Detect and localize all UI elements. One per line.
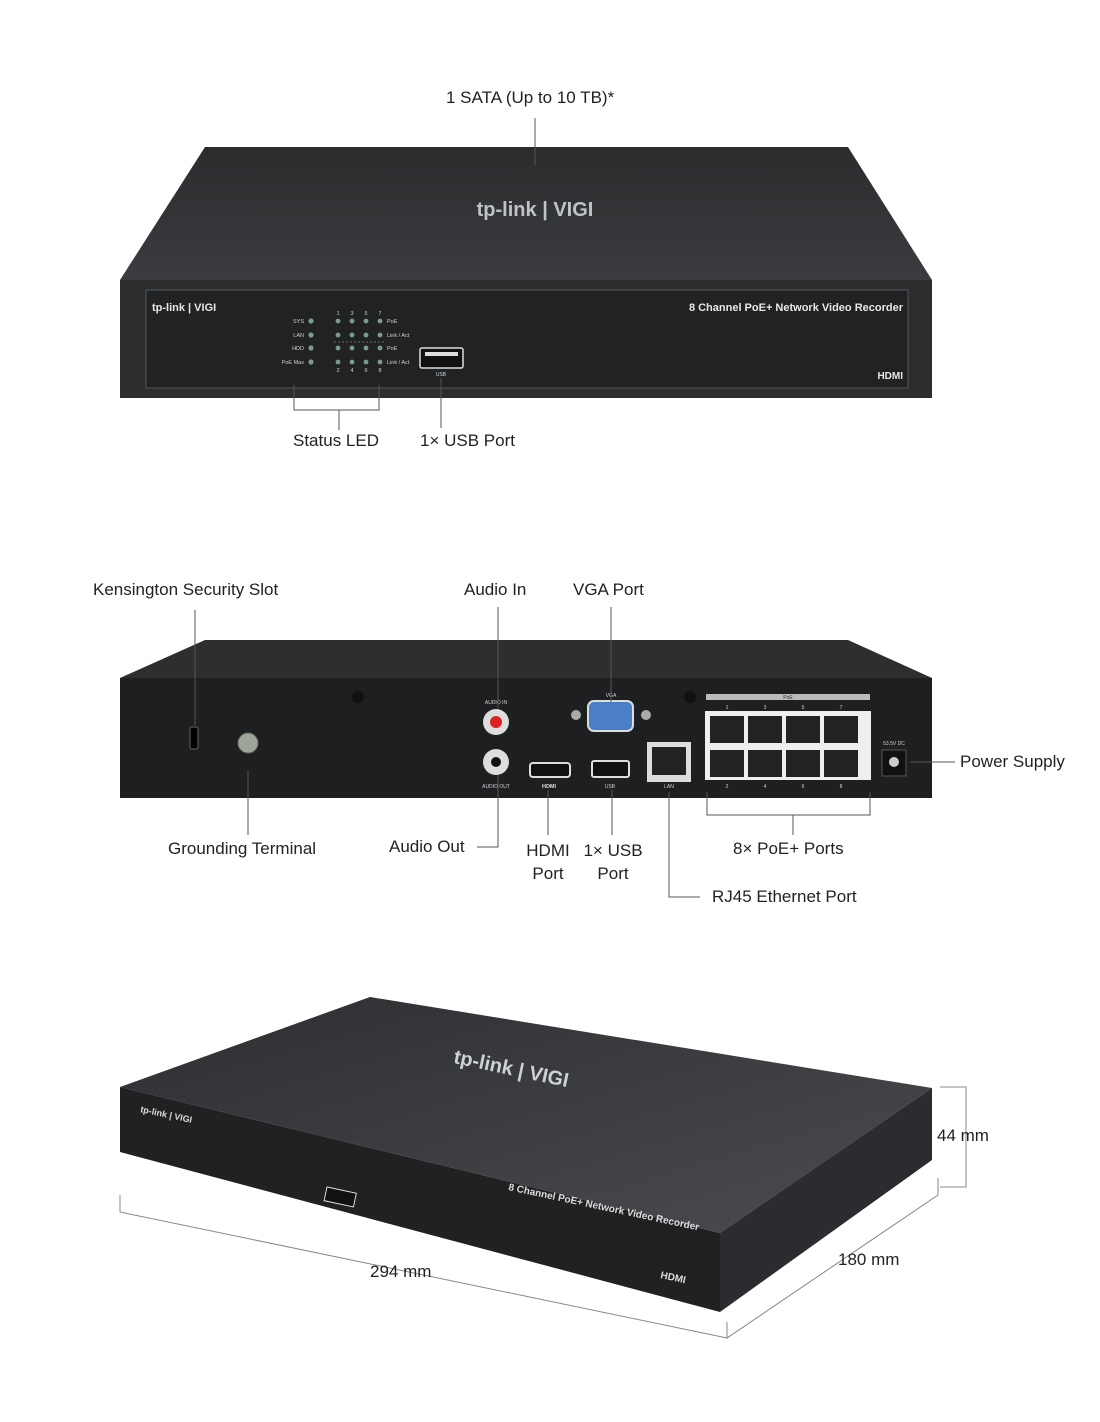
hdmi-port	[529, 762, 571, 778]
device-front-face	[120, 1087, 720, 1312]
hdmi-label: HDMI	[542, 784, 557, 790]
callout-poe-ports: 8× PoE+ Ports	[733, 839, 844, 858]
poe-number: 7	[840, 705, 843, 711]
led-label: SYS	[293, 319, 304, 325]
audio-in-label: AUDIO IN	[485, 700, 508, 706]
device-top-face	[120, 147, 932, 280]
poe-number: 1	[726, 705, 729, 711]
panel-model-text: 8 Channel PoE+ Network Video Recorder	[689, 302, 904, 314]
panel-brand: tp-link | VIGI	[152, 302, 216, 314]
grounding-terminal	[237, 732, 259, 754]
poe-number: 2	[726, 784, 729, 790]
led-label: HDD	[292, 346, 304, 352]
front-usb-port	[419, 347, 464, 369]
poe-number: 8	[840, 784, 843, 790]
callout-hdmi-line2: Port	[532, 864, 564, 883]
dc-label: 53.5V DC	[883, 741, 905, 747]
callout-power: Power Supply	[960, 752, 1065, 771]
dimension-lines	[119, 1086, 967, 1339]
callout-sata: 1 SATA (Up to 10 TB)*	[446, 88, 615, 107]
callout-hdmi: HDMI Port	[520, 839, 576, 885]
port-number: 6	[364, 368, 367, 374]
front-view-device: tp-link | VIGI tp-link | VIGI 8 Channel …	[120, 147, 932, 398]
callout-usb: 1× USB Port	[580, 839, 646, 885]
callout-hdmi-line1: HDMI	[526, 841, 570, 860]
callout-audio-in: Audio In	[464, 580, 527, 599]
audio-out-label: AUDIO OUT	[482, 784, 510, 790]
kensington-slot	[189, 726, 199, 750]
callout-audio-out: Audio Out	[389, 837, 465, 856]
rear-callout-lines	[194, 607, 955, 898]
rear-usb-port	[591, 760, 630, 778]
top-logo: tp-link | VIGI	[477, 199, 594, 221]
device-side-face	[720, 1088, 932, 1312]
port-number: 2	[336, 368, 339, 374]
led-label: PoE Max	[282, 360, 305, 366]
callout-usb-line2: Port	[597, 864, 629, 883]
callout-rj45: RJ45 Ethernet Port	[712, 887, 857, 906]
led-label: LAN	[293, 333, 304, 339]
poe-label: PoE	[783, 695, 793, 701]
dimension-height: 44 mm	[937, 1126, 989, 1145]
vga-port	[587, 700, 634, 732]
device-top-face	[120, 997, 932, 1233]
dimension-width: 294 mm	[370, 1262, 432, 1281]
poe-number: 6	[802, 784, 805, 790]
row-label: Link / Act	[387, 333, 410, 339]
callout-status-led: Status LED	[293, 431, 379, 450]
device-top-face	[120, 640, 932, 678]
port-number: 7	[378, 311, 381, 317]
callout-grounding: Grounding Terminal	[168, 839, 317, 858]
callout-vga: VGA Port	[573, 580, 644, 599]
port-number: 4	[350, 368, 353, 374]
lan-label: LAN	[664, 784, 674, 790]
port-number: 1	[336, 311, 339, 317]
row-label: PoE	[387, 319, 398, 325]
row-label: PoE	[387, 346, 398, 352]
callout-usb-port: 1× USB Port	[420, 431, 515, 450]
front-usb-port	[323, 1186, 357, 1208]
dimension-depth: 180 mm	[838, 1250, 900, 1269]
row-label: Link / Act	[387, 360, 410, 366]
front-callout-lines	[293, 118, 536, 430]
port-number: 5	[364, 311, 367, 317]
usb-label: USB	[605, 784, 616, 790]
status-led-block: SYS LAN HDD PoE Max 1 3 5 7 2 4 6 8 PoE …	[282, 311, 410, 374]
usb-port-label: USB	[436, 372, 447, 378]
hdmi-logo: HDMI	[877, 371, 903, 382]
port-number: 8	[378, 368, 381, 374]
hdmi-logo: HDMI	[659, 1270, 686, 1286]
poe-number: 5	[802, 705, 805, 711]
poe-number: 3	[764, 705, 767, 711]
poe-number: 4	[764, 784, 767, 790]
callout-usb-line1: 1× USB	[583, 841, 643, 860]
callout-kensington: Kensington Security Slot	[93, 580, 279, 599]
port-number: 3	[350, 311, 353, 317]
rear-view-device: AUDIO IN AUDIO OUT VGA HDMI USB LAN PoE …	[120, 640, 932, 798]
dimension-view-device: tp-link | VIGI tp-link | VIGI 8 Channel …	[120, 997, 932, 1312]
